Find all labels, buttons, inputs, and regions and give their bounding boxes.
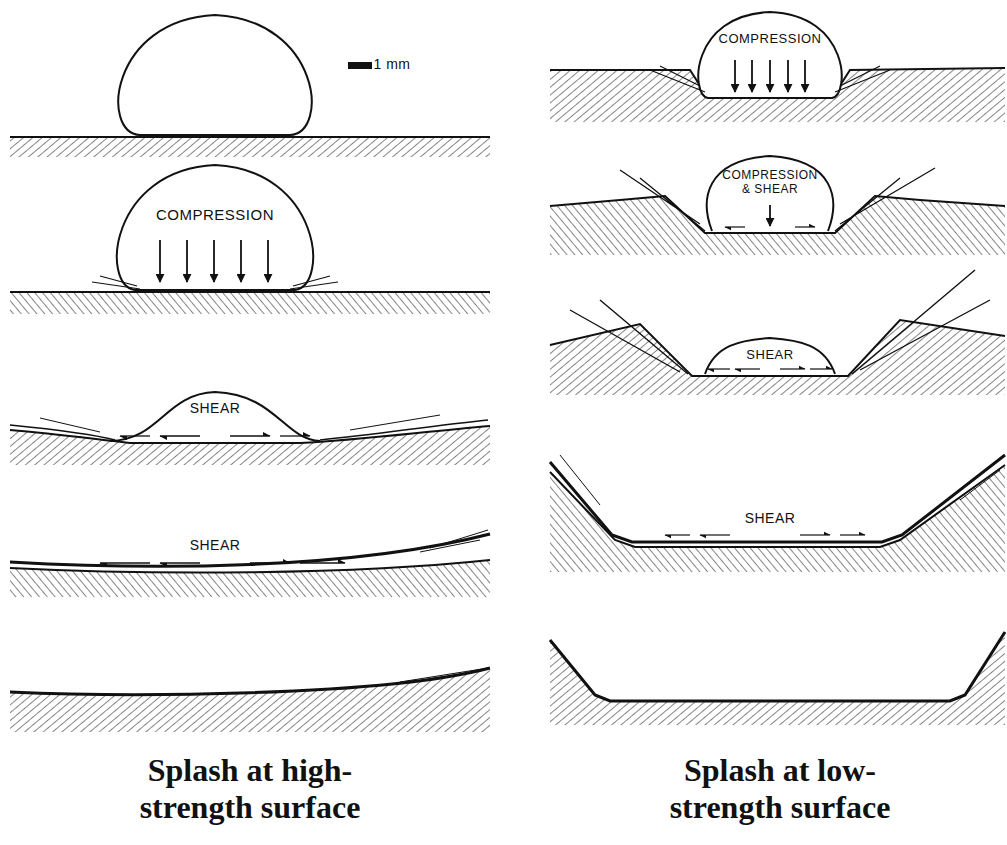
stage-label: COMPRESSION [156,206,274,223]
raindrop [117,165,313,290]
raindrop [118,15,311,135]
scale-bar [348,62,372,69]
stage-label: COMPRESSION & SHEAR [720,168,820,196]
soil-band [10,137,490,157]
scale-label: 1 mm [374,56,411,72]
panel-caption: Splash at low-strength surface [630,752,930,826]
stage-label: SHEAR [745,510,796,526]
stage-label: SHEAR [190,537,241,553]
stage-label: SHEAR [746,347,793,362]
stage-label: SHEAR [190,400,241,416]
stage-label: COMPRESSION [718,31,821,46]
panel-caption: Splash at high-strength surface [100,752,400,826]
